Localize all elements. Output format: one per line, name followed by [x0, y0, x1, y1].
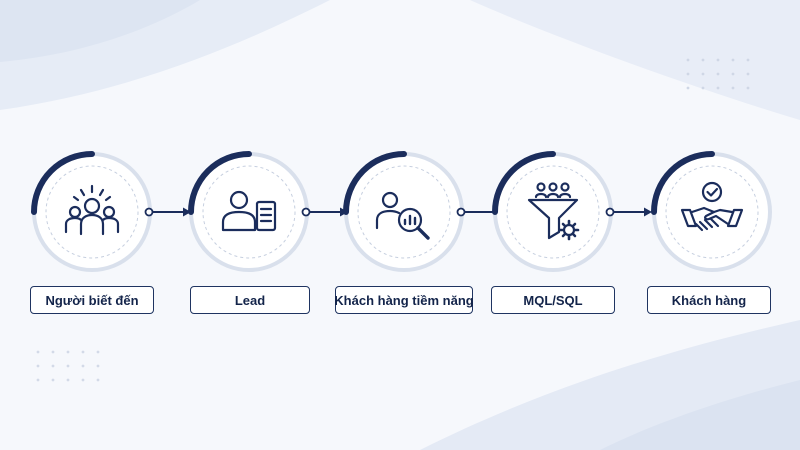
funnel-gear-icon — [527, 182, 580, 241]
step-3-label: Khách hàng tiềm năng — [334, 286, 474, 314]
connector-arrow-1 — [143, 206, 193, 218]
person-search-analytics-icon — [375, 191, 430, 240]
step-4-label: MQL/SQL — [491, 286, 615, 314]
contact-card-icon — [221, 190, 277, 232]
step-2-label: Lead — [190, 286, 310, 314]
connector-arrow-4 — [604, 206, 654, 218]
audience-group-icon — [64, 184, 120, 236]
dot-grid-top-right — [686, 58, 750, 90]
dot-grid-bottom-left — [36, 350, 100, 382]
handshake-check-icon — [680, 181, 744, 232]
step-5-label: Khách hàng — [647, 286, 771, 314]
step-1-label: Người biết đến — [30, 286, 154, 314]
